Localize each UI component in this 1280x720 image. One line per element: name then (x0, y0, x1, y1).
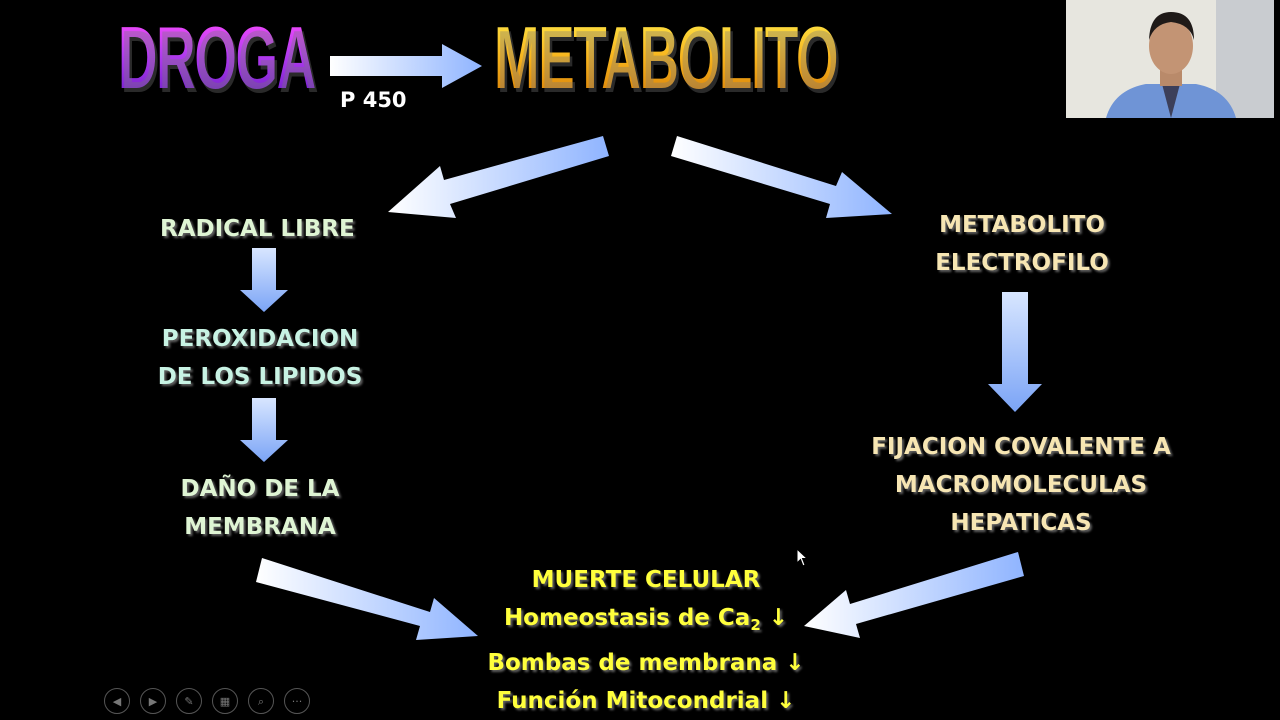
droga-title: DROGA (118, 8, 316, 107)
arrow-radical-to-peroxidacion (240, 248, 288, 312)
metabolito-title: METABOLITO (494, 8, 838, 107)
more-options-button[interactable]: ··· (284, 688, 310, 714)
muerte-celular-title: MUERTE CELULAR (531, 567, 761, 593)
homeostasis-calcio-line: Homeostasis de Ca2 ↓ (476, 599, 816, 644)
arrow-fijacion-to-muerte (804, 552, 1024, 638)
homeostasis-text: Homeostasis de Ca (503, 605, 751, 631)
calcio-subscript: 2 (750, 616, 761, 634)
peroxidacion-line2: DE LOS LIPIDOS (157, 364, 363, 390)
fijacion-covalente-label: FIJACION COVALENTE A MACROMOLECULAS HEPA… (862, 428, 1180, 542)
down-arrow-icon: ↓ (768, 605, 789, 631)
arrow-to-radical-libre (388, 136, 609, 218)
previous-icon: ◀ (112, 694, 122, 708)
p450-arrow (330, 44, 482, 88)
electrofilo-line2: ELECTROFILO (935, 250, 1109, 276)
mouse-cursor-icon (796, 548, 809, 567)
presenter-video (1066, 0, 1274, 118)
magnifier-icon: ⌕ (257, 694, 265, 708)
arrow-dano-to-muerte (256, 558, 478, 640)
arrow-to-metabolito-electrofilo (671, 136, 892, 218)
metabolito-electrofilo-label: METABOLITO ELECTROFILO (912, 206, 1132, 282)
peroxidacion-line1: PEROXIDACION (161, 326, 359, 352)
arrow-peroxidacion-to-dano (240, 398, 288, 462)
down-arrow-icon: ↓ (776, 688, 796, 714)
pen-tool-button[interactable]: ✎ (176, 688, 202, 714)
presenter-image (1066, 0, 1274, 118)
fijacion-line1: FIJACION COVALENTE A (871, 434, 1171, 460)
bombas-text: Bombas de membrana (487, 650, 778, 676)
funcion-mitocondrial-line: Función Mitocondrial ↓ (476, 682, 816, 720)
bombas-membrana-line: Bombas de membrana ↓ (476, 644, 816, 682)
electrofilo-line1: METABOLITO (939, 212, 1105, 238)
slideshow-toolbar: ◀ ▶ ✎ ▦ ⌕ ··· (104, 688, 310, 714)
pen-icon: ✎ (184, 694, 194, 708)
muerte-celular-block: MUERTE CELULAR Homeostasis de Ca2 ↓ Bomb… (476, 561, 816, 720)
dano-membrana-label: DAÑO DE LA MEMBRANA (150, 470, 370, 546)
next-slide-button[interactable]: ▶ (140, 688, 166, 714)
fijacion-line2: MACROMOLECULAS (894, 472, 1148, 498)
fijacion-line3: HEPATICAS (950, 510, 1092, 536)
arrow-electrofilo-to-fijacion (988, 292, 1042, 412)
slides-grid-icon: ▦ (219, 694, 231, 708)
radical-libre-label: RADICAL LIBRE (160, 216, 355, 242)
next-icon: ▶ (148, 694, 158, 708)
previous-slide-button[interactable]: ◀ (104, 688, 130, 714)
see-all-slides-button[interactable]: ▦ (212, 688, 238, 714)
dano-line1: DAÑO DE LA (180, 476, 340, 502)
ellipsis-icon: ··· (291, 694, 303, 708)
p450-label: P 450 (340, 88, 407, 112)
peroxidacion-label: PEROXIDACION DE LOS LIPIDOS (140, 320, 380, 396)
dano-line2: MEMBRANA (184, 514, 336, 540)
down-arrow-icon: ↓ (785, 650, 805, 676)
funcion-text: Función Mitocondrial (496, 688, 769, 714)
zoom-button[interactable]: ⌕ (248, 688, 274, 714)
